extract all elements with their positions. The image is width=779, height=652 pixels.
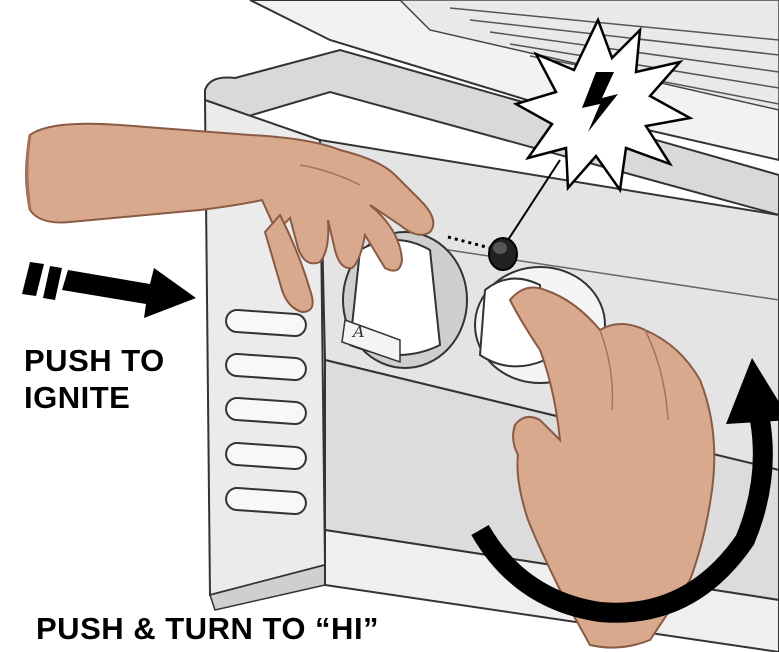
- right-arrow-icon: [22, 262, 196, 318]
- push-to-ignite-line1: PUSH TO: [24, 342, 165, 379]
- push-and-turn-caption: PUSH & TURN TO “HI”: [36, 610, 379, 647]
- svg-text:A: A: [351, 322, 365, 341]
- push-to-ignite-caption: PUSH TO IGNITE: [24, 342, 165, 416]
- push-to-ignite-line2: IGNITE: [24, 379, 165, 416]
